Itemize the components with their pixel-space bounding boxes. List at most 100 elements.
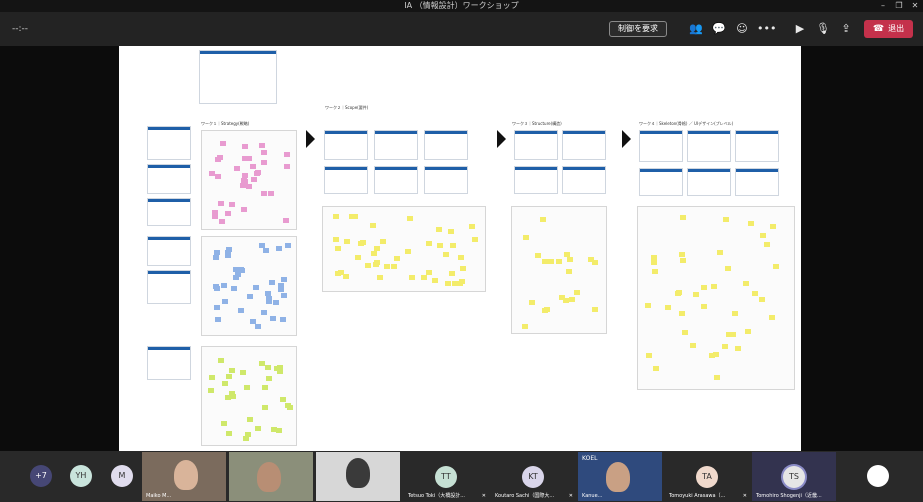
- sticky-note: [374, 246, 380, 251]
- structure-slide: [562, 130, 606, 160]
- sticky-note: [226, 374, 232, 379]
- participant-video-tile[interactable]: KOEL Kanue...: [578, 452, 662, 501]
- meeting-toolbar: --:-- 制御を要求 👥 💬 ☺ ••• ▶ 🎙 ⇪ ☎退出: [0, 12, 923, 46]
- sticky-board-skeleton: [637, 206, 795, 390]
- sticky-note: [426, 270, 432, 275]
- camera-off-icon[interactable]: ▶: [795, 22, 805, 35]
- sticky-note: [222, 299, 228, 304]
- mic-off-icon: ✕: [568, 493, 573, 499]
- share-icon[interactable]: ⇪: [841, 22, 851, 35]
- sticky-note: [559, 295, 565, 300]
- sticky-note: [730, 332, 736, 337]
- sticky-note: [266, 296, 272, 301]
- sticky-note: [443, 252, 449, 257]
- shared-screen[interactable]: ワーク２｜Scope(要件) ワーク１｜Strategy(戦略) ワーク３｜St…: [119, 46, 801, 451]
- minimize-icon[interactable]: –: [881, 1, 885, 10]
- flow-arrow: [622, 130, 631, 148]
- participant-tile[interactable]: KT Koutaro Sachi（国際大... ✕: [491, 452, 575, 501]
- window-controls: – ❐ ✕: [875, 0, 923, 12]
- sticky-note: [459, 279, 465, 284]
- sticky-note: [770, 224, 776, 229]
- sticky-note: [436, 227, 442, 232]
- sticky-note: [226, 247, 232, 252]
- sticky-note: [285, 243, 291, 248]
- sticky-note: [259, 361, 265, 366]
- sticky-note: [391, 264, 397, 269]
- participant-name: Tomoyuki Arasawa（...: [669, 493, 726, 499]
- sticky-note: [535, 253, 541, 258]
- sticky-note: [247, 294, 253, 299]
- sticky-note: [231, 286, 237, 291]
- sticky-note: [556, 259, 562, 264]
- sticky-note: [759, 297, 765, 302]
- more-icon[interactable]: •••: [757, 22, 777, 35]
- participant-video-tile[interactable]: [229, 452, 313, 501]
- chat-icon[interactable]: 💬: [712, 22, 726, 35]
- participant-avatar[interactable]: YH: [70, 465, 92, 487]
- phone-icon: ☎: [872, 24, 885, 34]
- sticky-note: [284, 152, 290, 157]
- sticky-note: [261, 160, 267, 165]
- mic-off-icon[interactable]: 🎙: [816, 22, 830, 35]
- sticky-note: [360, 240, 366, 245]
- sticky-note: [566, 269, 572, 274]
- sticky-note: [679, 311, 685, 316]
- sticky-note: [701, 304, 707, 309]
- sticky-note: [218, 358, 224, 363]
- sticky-note: [255, 324, 261, 329]
- sticky-note: [540, 217, 546, 222]
- sticky-note: [284, 164, 290, 169]
- participant-video-tile[interactable]: [316, 452, 400, 501]
- leave-button[interactable]: ☎退出: [864, 20, 913, 38]
- sticky-note: [717, 250, 723, 255]
- participant-name: Kanue...: [582, 493, 603, 499]
- section-strategy-heading: ワーク１｜Strategy(戦略): [201, 121, 250, 126]
- self-view-avatar[interactable]: [867, 465, 889, 487]
- shared-screen-stage: ワーク２｜Scope(要件) ワーク１｜Strategy(戦略) ワーク３｜St…: [0, 46, 923, 451]
- sticky-note: [243, 436, 249, 441]
- sticky-board-scope: [322, 206, 486, 292]
- sticky-note: [266, 299, 272, 304]
- people-icon[interactable]: 👥: [689, 22, 703, 35]
- scope-slide: [374, 166, 418, 194]
- participant-tile[interactable]: TT Tetsuo Toki（大橋設計... ✕: [404, 452, 488, 501]
- sticky-note: [563, 298, 569, 303]
- meeting-timer: --:--: [12, 24, 29, 34]
- sticky-note: [355, 255, 361, 260]
- sticky-note: [374, 260, 380, 265]
- sticky-note: [748, 221, 754, 226]
- sticky-note: [259, 143, 265, 148]
- close-icon[interactable]: ✕: [911, 1, 919, 10]
- sticky-note: [219, 219, 225, 224]
- more-participants-badge[interactable]: +7: [30, 465, 52, 487]
- sticky-note: [283, 218, 289, 223]
- scope-slide: [324, 130, 368, 160]
- title-bar: IA （情報設計）ワークショップ – ❐ ✕: [0, 0, 923, 12]
- skeleton-slide: [639, 168, 683, 196]
- sticky-note: [460, 266, 466, 271]
- reactions-icon[interactable]: ☺: [736, 22, 748, 35]
- sticky-note: [255, 170, 261, 175]
- participant-tile-active[interactable]: TS Tomohiro Shogenji（近畿...: [752, 452, 836, 501]
- sticky-note: [701, 285, 707, 290]
- participant-tile[interactable]: TA Tomoyuki Arasawa（... ✕: [665, 452, 749, 501]
- sticky-note: [262, 385, 268, 390]
- sticky-note: [255, 426, 261, 431]
- sticky-note: [265, 365, 271, 370]
- sticky-note: [421, 275, 427, 280]
- restore-icon[interactable]: ❐: [895, 1, 903, 10]
- participant-video: [346, 458, 370, 488]
- sticky-note: [263, 248, 269, 253]
- participant-video-tile[interactable]: Maiko M...: [142, 452, 226, 501]
- structure-slide: [514, 130, 558, 160]
- participant-avatar[interactable]: M: [111, 465, 133, 487]
- sticky-note: [675, 291, 681, 296]
- flow-arrow: [497, 130, 506, 148]
- sticky-note: [225, 211, 231, 216]
- sticky-note: [208, 388, 214, 393]
- sticky-note: [229, 391, 235, 396]
- mic-off-icon: ✕: [481, 493, 486, 499]
- take-control-button[interactable]: 制御を要求: [609, 21, 667, 37]
- sticky-note: [653, 366, 659, 371]
- strategy-slide: [147, 198, 191, 226]
